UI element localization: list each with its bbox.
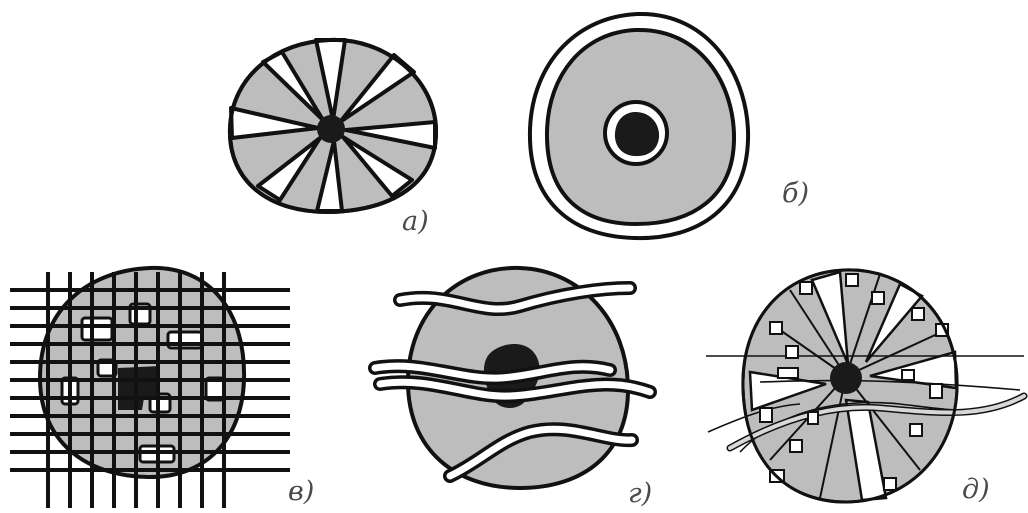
panel-a-center <box>317 115 345 143</box>
panel-label-d: д) <box>962 476 990 503</box>
panel-d-center <box>830 362 862 394</box>
panel-label-a: а) <box>402 208 429 235</box>
patch <box>82 318 112 340</box>
panel-b-diagram <box>530 14 748 238</box>
panel-a-diagram <box>230 40 436 212</box>
panel-label-v: в) <box>288 478 314 505</box>
panel-label-b: б) <box>782 180 809 207</box>
panel-label-g: г) <box>628 480 652 507</box>
panel-d-diagram <box>706 270 1026 502</box>
panel-g-diagram <box>375 268 650 488</box>
panel-v-diagram <box>10 268 290 508</box>
